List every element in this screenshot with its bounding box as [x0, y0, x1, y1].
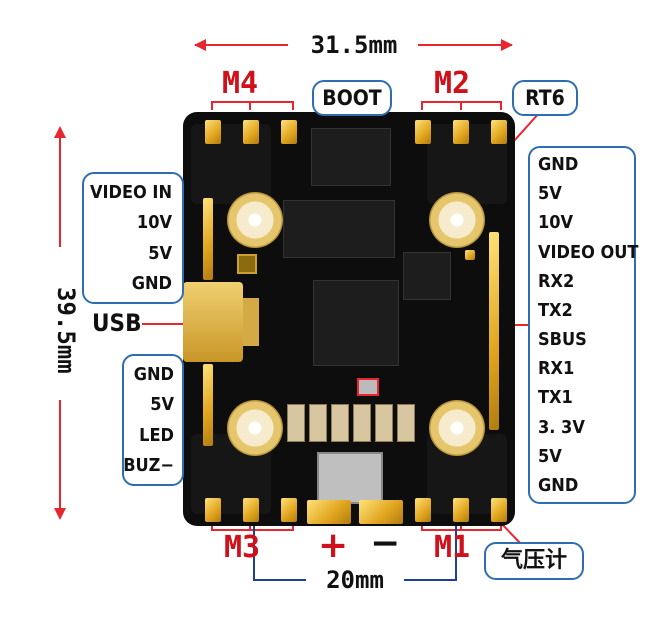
pin-label: SBUS [538, 329, 587, 351]
pin-label: TX2 [538, 299, 573, 321]
capacitor [309, 404, 327, 442]
usb-connector [183, 282, 243, 362]
m3-bracket [211, 522, 294, 531]
capacitor [397, 404, 415, 442]
mount-hole-2 [429, 192, 485, 248]
capacitor [353, 404, 371, 442]
pin-label: 5V [538, 183, 562, 205]
pin-label: GND [133, 364, 174, 385]
width-dimension-label: 31.5mm [310, 31, 398, 59]
capacitor [375, 404, 393, 442]
left-bottom-pin-box: GND 5V LED BUZ− [122, 354, 184, 486]
inductor [317, 452, 383, 504]
m3-pad [243, 498, 259, 522]
pin-label: GND [131, 272, 172, 294]
pin-label: BUZ− [123, 454, 174, 476]
pin-label: RX1 [538, 358, 575, 380]
osd-chip [283, 200, 395, 258]
motor-label-m1: M1 [434, 530, 471, 565]
m1-pad [453, 498, 469, 522]
pin-label: 5V [148, 242, 172, 264]
pin-label: TX1 [538, 387, 573, 409]
rt6-callout: RT6 [512, 80, 578, 116]
battery-negative-pad [359, 500, 403, 524]
m2-pad [453, 120, 469, 144]
right-pin-box: GND 5V 10V VIDEO OUT RX2 TX2 SBUS RX1 TX… [528, 146, 639, 504]
m1-pad [415, 498, 431, 522]
pin-label: LED [139, 424, 174, 446]
pin-label: GND [538, 154, 579, 175]
height-dimension-label: 39.5mm [52, 286, 80, 374]
m1-pad [491, 498, 507, 522]
pin-label: RX2 [538, 270, 575, 292]
motor-label-m4: M4 [222, 66, 259, 101]
boot-callout: BOOT [312, 80, 392, 116]
usb-label: USB [92, 309, 142, 337]
battery-plus-sign: + [318, 525, 349, 566]
pin-label: VIDEO OUT [538, 241, 639, 263]
pin-label: 10V [538, 212, 574, 234]
mcu-chip [313, 280, 399, 366]
left-bottom-pad-strip [203, 364, 213, 446]
motor-label-m2: M2 [434, 66, 471, 101]
m2-pad [491, 120, 507, 144]
pin-label: 5V [538, 445, 562, 467]
m2-pad [415, 120, 431, 144]
mount-hole-1 [429, 400, 485, 456]
m3-pad [205, 498, 221, 522]
boot-button [237, 254, 257, 274]
capacitor [331, 404, 349, 442]
m4-bracket [211, 101, 294, 110]
motor-label-m3: M3 [224, 530, 261, 565]
flight-controller-board [183, 112, 515, 526]
capacitor [287, 404, 305, 442]
left-top-pin-box: VIDEO IN 10V 5V GND [82, 172, 184, 304]
barometer-chip [357, 378, 379, 396]
pin-label: VIDEO IN [89, 182, 172, 203]
mount-hole-3 [227, 400, 283, 456]
m4-pad [281, 120, 297, 144]
battery-minus-sign: − [370, 523, 401, 564]
battery-positive-pad [307, 500, 351, 524]
m4-pad [243, 120, 259, 144]
mount-spacing-label: 20mm [326, 566, 384, 594]
left-top-pad-strip [203, 198, 213, 280]
pin-label: 5V [150, 394, 174, 416]
barometer-callout: 气压计 [484, 542, 584, 580]
pin-label: 3. 3V [538, 416, 585, 438]
right-pad-strip [489, 232, 499, 430]
m4-pad [205, 120, 221, 144]
gyro-chip [403, 252, 451, 300]
flash-chip [311, 128, 391, 186]
pin-label: 10V [136, 212, 172, 234]
mount-hole-4 [227, 192, 283, 248]
m3-pad [281, 498, 297, 522]
pin-label: GND [538, 474, 579, 496]
rt6-pad [465, 250, 475, 260]
